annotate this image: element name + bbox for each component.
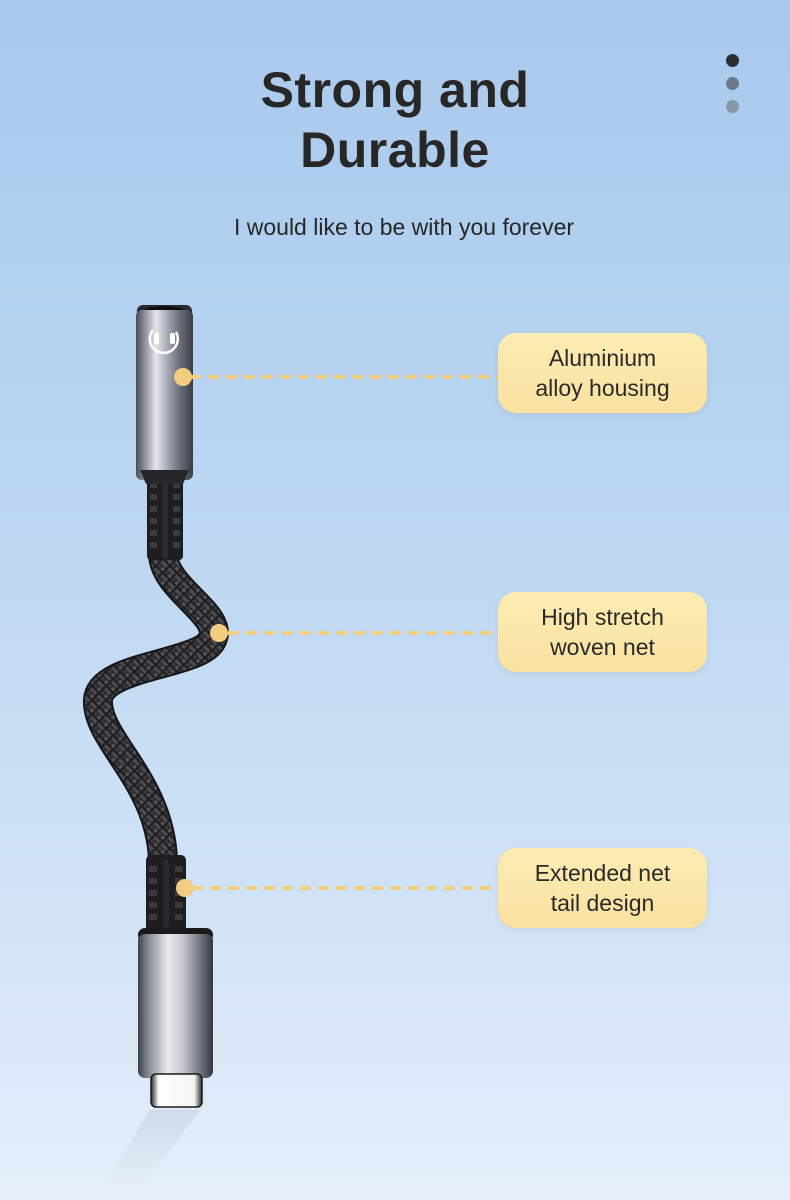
callout-connector-2 [228,631,500,635]
pager-dot-3[interactable] [726,100,739,113]
subtitle: I would like to be with you forever [233,214,575,240]
callout-woven-net: High stretch woven net [498,592,707,672]
callout-connector-1 [190,375,500,379]
callout-connector-3 [192,886,500,890]
slide-pager [726,54,740,123]
callout-marker-2 [210,624,228,642]
title-line-2: Durable [300,122,490,178]
pager-dot-1[interactable] [726,54,739,67]
headphone-icon [148,329,180,355]
callout-marker-1 [174,368,192,386]
callout-3-line-2: tail design [550,890,655,916]
usb-c-housing [138,928,213,1108]
pager-dot-2[interactable] [726,77,739,90]
aluminium-jack-housing [136,305,193,484]
callout-1-line-2: alloy housing [535,375,670,401]
page-title: Strong and Durable [0,60,790,180]
callout-3-line-1: Extended net [534,860,671,886]
callout-marker-3 [176,879,194,897]
title-line-1: Strong and [260,62,530,118]
callout-extended-tail: Extended net tail design [498,848,707,928]
callout-aluminium-housing: Aluminium alloy housing [498,333,707,413]
callout-2-line-1: High stretch [541,604,664,630]
callout-2-line-2: woven net [550,634,655,660]
callout-1-line-1: Aluminium [548,345,657,371]
